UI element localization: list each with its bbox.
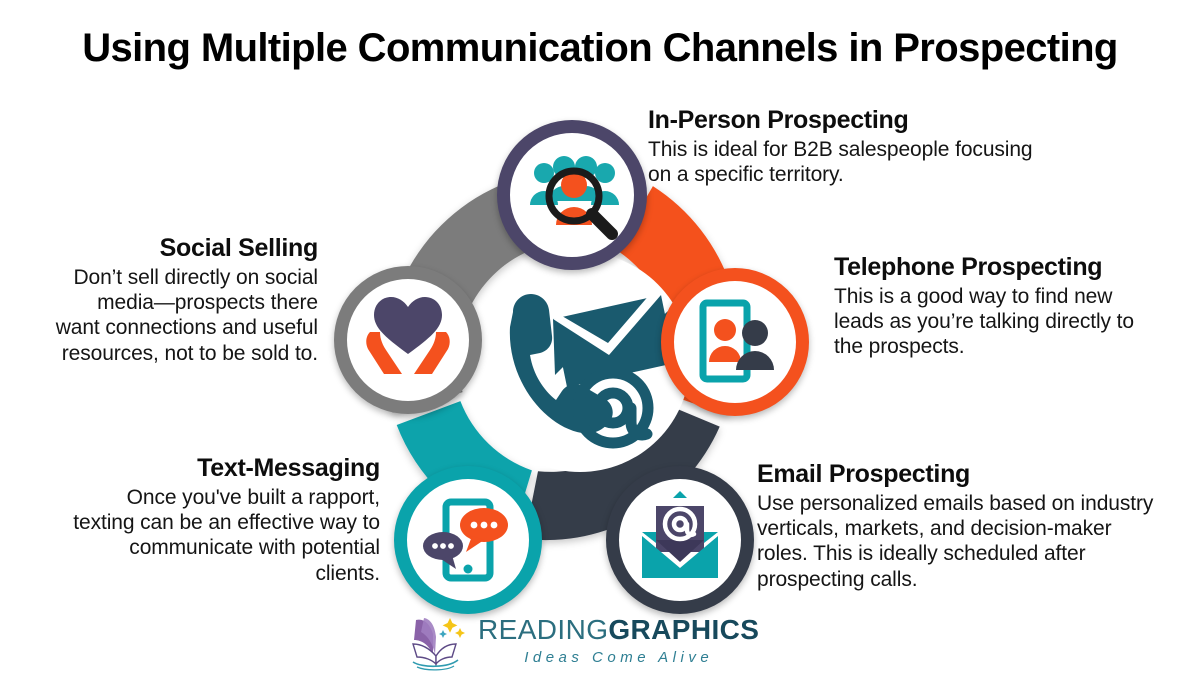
center-hub [470, 252, 690, 472]
channel-text-heading: Text-Messaging [197, 454, 380, 482]
badge-email[interactable] [606, 466, 754, 614]
center-icon-group [509, 293, 675, 449]
hands-holding-heart-icon [366, 297, 450, 374]
page-title: Using Multiple Communication Channels in… [82, 26, 1118, 70]
channel-email-heading: Email Prospecting [757, 460, 971, 488]
channel-social-heading: Social Selling [159, 234, 319, 262]
channel-email-text: Email Prospecting Use personalized email… [757, 460, 1157, 592]
channel-email-body: Use personalized emails based on industr… [757, 492, 1154, 591]
readingraphics-logo[interactable]: READINGGRAPHICS Ideas Come Alive [410, 608, 759, 674]
wheel-segment-email[interactable] [524, 401, 720, 541]
smartphone-chat-bubbles-icon [423, 498, 508, 582]
channel-inperson-body: This is ideal for B2B salespeople focusi… [648, 138, 1033, 187]
logo-word-graphics: GRAPHICS [608, 614, 760, 645]
chat-bubble-purple [423, 532, 463, 569]
badge-inperson[interactable] [497, 120, 647, 270]
people-magnifier-icon [530, 156, 619, 240]
channel-inperson-heading: In-Person Prospecting [648, 106, 909, 134]
badge-text[interactable] [394, 466, 542, 614]
channel-phone-body: This is a good way to find new leads as … [834, 285, 1134, 359]
channel-text-body: Once you've built a rapport, texting can… [73, 486, 380, 585]
channel-social-text: Social Selling Don’t sell directly on so… [54, 234, 319, 366]
smartphone-two-people-icon [699, 299, 774, 383]
channel-text-text: Text-Messaging Once you've built a rappo… [62, 454, 380, 586]
logo-text-group: READINGGRAPHICS Ideas Come Alive [478, 616, 759, 667]
open-book-stars-icon [412, 618, 465, 671]
channel-phone-text: Telephone Prospecting This is a good way… [834, 253, 1164, 360]
channel-social-body: Don’t sell directly on social media—pros… [55, 266, 318, 365]
badge-phone[interactable] [661, 268, 809, 416]
logo-wordmark: READINGGRAPHICS [478, 616, 759, 644]
envelope-at-sign-icon [642, 491, 718, 578]
at-sign-icon [572, 367, 654, 449]
channel-inperson-text: In-Person Prospecting This is ideal for … [648, 106, 1048, 187]
badge-social[interactable] [334, 266, 482, 414]
phone-handset-icon [509, 294, 613, 434]
chat-bubble-orange [460, 508, 508, 552]
channel-phone-heading: Telephone Prospecting [834, 253, 1103, 281]
logo-word-reading: READING [478, 614, 609, 645]
logo-tagline: Ideas Come Alive [524, 649, 714, 666]
